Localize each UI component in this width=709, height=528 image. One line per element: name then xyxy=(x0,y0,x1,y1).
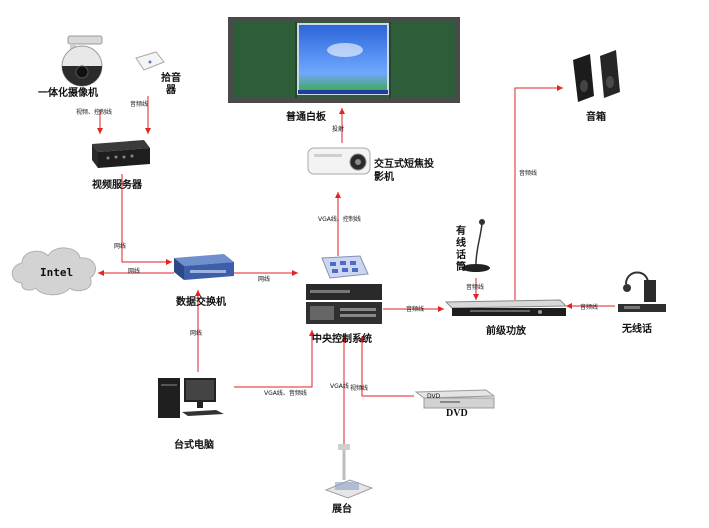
internet-cloud xyxy=(11,247,96,296)
desktop-pc-device xyxy=(158,378,224,418)
link-label-preamp-speakers: 音频线 xyxy=(519,170,538,177)
speakers-label: 音箱 xyxy=(586,112,606,123)
link-label-dvd-control: 视频线 xyxy=(350,385,369,392)
link-label-control-projector: VGA线、控制线 xyxy=(318,216,361,223)
visualizer-label: 展台 xyxy=(332,504,352,515)
link-label-control-preamp: 音频线 xyxy=(406,306,425,313)
wireless-mic-device xyxy=(618,271,666,312)
video-server-device xyxy=(92,140,150,168)
connection-lines xyxy=(97,85,615,444)
link-label-visualizer-control: VGA线 xyxy=(330,383,349,390)
link-label-camera-server: 视频、控制线 xyxy=(76,109,113,116)
dvd-player-device xyxy=(414,389,496,409)
wireless-mic-label: 无线话 xyxy=(622,324,652,335)
whiteboard-device xyxy=(228,17,460,103)
video-server-label: 视频服务器 xyxy=(92,180,142,191)
wired-mic-device xyxy=(462,219,490,272)
link-label-pickup-server: 音频线 xyxy=(130,101,149,108)
network-switch-label: 数据交换机 xyxy=(176,297,226,308)
link-label-server-switch: 网线 xyxy=(114,243,127,250)
central-control-label: 中央控制系统 xyxy=(312,334,372,345)
desktop-pc-label: 台式电脑 xyxy=(174,440,214,451)
pickup-mic-label: 拾音器 xyxy=(161,73,181,96)
internet-label: Intel xyxy=(40,266,74,279)
link-label-pc-control: VGA线、音频线 xyxy=(264,390,307,397)
link-label-wireless-preamp: 音频线 xyxy=(580,304,599,311)
network-switch-device xyxy=(174,254,234,280)
projector-device xyxy=(307,147,371,175)
dvd-label: DVD xyxy=(446,408,468,419)
projector-label: 交互式短焦投影机 xyxy=(374,159,434,183)
link-label-projector-board: 投射 xyxy=(332,126,345,133)
ptz-camera-label: 一体化摄像机 xyxy=(38,88,98,99)
visualizer-device xyxy=(324,444,374,499)
central-control-device xyxy=(306,255,382,324)
link-label-switch-internet: 网线 xyxy=(128,268,141,275)
link-label-mic-preamp: 音频线 xyxy=(466,284,485,291)
whiteboard-label: 普通白板 xyxy=(286,112,326,123)
link-label-pc-switch: 网线 xyxy=(190,330,203,337)
link-server-switch xyxy=(121,174,172,265)
link-label-switch-control: 网线 xyxy=(258,276,271,283)
link-pc-control xyxy=(234,330,315,388)
link-dvd-control xyxy=(359,336,414,397)
link-preamp-speakers xyxy=(514,85,563,300)
speakers-device xyxy=(573,50,620,102)
preamp-label: 前级功放 xyxy=(486,326,526,337)
dvd-front-text: DVD xyxy=(427,393,441,400)
wired-mic-label: 有线话筒 xyxy=(456,226,466,273)
preamp-device xyxy=(444,299,568,316)
ptz-camera-device xyxy=(61,35,103,87)
pickup-mic-device xyxy=(135,51,165,71)
